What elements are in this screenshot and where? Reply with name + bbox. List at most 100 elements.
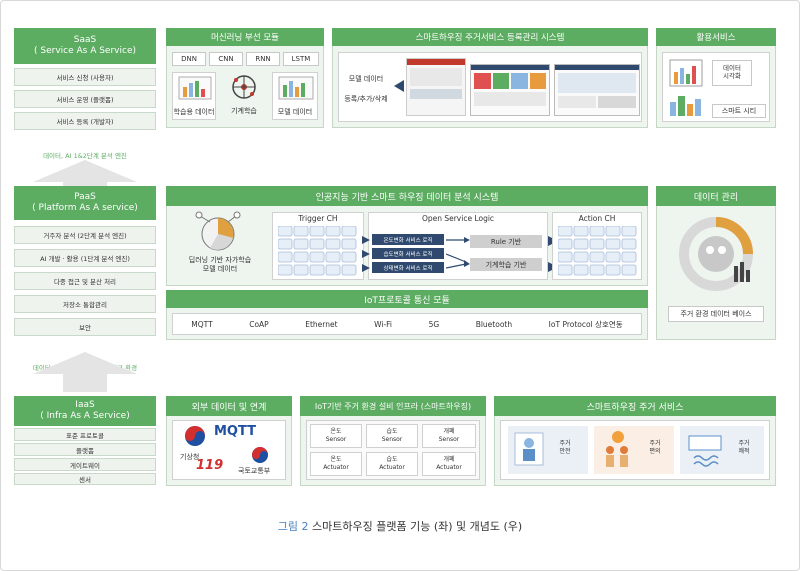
actuator-name: 개폐	[443, 456, 455, 464]
paas-header: PaaS ( Platform As A service)	[14, 186, 156, 220]
saas-subtitle: ( Service As A Service)	[34, 46, 136, 56]
saas-header: SaaS ( Service As A Service)	[14, 28, 156, 64]
e119-logo: 119	[196, 458, 224, 473]
action-title: Action CH	[578, 214, 616, 223]
ministry-logo-icon	[252, 447, 268, 463]
paas-item: 보안	[14, 318, 156, 336]
paas-title: PaaS	[74, 192, 96, 203]
model-data-card: 모델 데이터	[272, 72, 318, 120]
training-data-card: 학습용 데이터	[172, 72, 216, 120]
protocol-item: IoT Protocol 상호연동	[548, 319, 623, 329]
trigger-grid-icon	[278, 226, 357, 276]
database-label: 주거 환경 데이터 베이스	[668, 306, 764, 322]
service-label: 주거 안전	[559, 440, 571, 455]
figure-caption: 그림 2 스마트하우징 플랫폼 기능 (좌) 및 개념도 (우)	[0, 518, 800, 534]
actuator-name: 온도	[330, 456, 342, 464]
kma-label: 기상청	[180, 453, 200, 461]
sensor-type: Sensor	[438, 436, 460, 443]
up-arrow-stem	[63, 374, 107, 392]
smart-city-label: 스마트 시티	[712, 104, 766, 118]
bar-chart-icon	[178, 76, 212, 100]
arrow-right-icon	[362, 236, 370, 272]
iaas-header: IaaS ( Infra As A Service)	[14, 396, 156, 426]
family-icon	[606, 431, 628, 467]
network-icon	[232, 75, 256, 99]
database-donut-icon	[679, 217, 753, 291]
saas-paas-note: 데이터, AI 1&2단계 분석 엔진	[43, 152, 127, 160]
saas-title: SaaS	[73, 35, 97, 46]
iaas-item: 플랫폼	[14, 443, 156, 456]
ml-algorithm: RNN	[246, 52, 280, 66]
actuator-type: Actuator	[323, 464, 349, 471]
logic-item: 상태변화 서비스 로직	[372, 262, 444, 273]
saas-item: 서비스 신청 (사용자)	[14, 68, 156, 86]
safety-person-icon	[514, 432, 544, 466]
rule-based-box: Rule 기반	[470, 235, 542, 248]
paas-item: AI 개발 · 활용 (1단계 분석 엔진)	[14, 249, 156, 267]
iot-title: IoT프로토콜 통신 모듈	[166, 290, 648, 308]
services-title: 스마트하우징 주거 서비스	[494, 396, 776, 416]
arrow-right-icon	[446, 237, 470, 269]
arrow-left-icon	[394, 80, 404, 92]
registry-title: 스마트하우징 주거서비스 등록관리 시스템	[332, 28, 648, 46]
caption-text: 스마트하우징 플랫폼 기능 (좌) 및 개념도 (우)	[308, 520, 523, 533]
up-arrow	[33, 160, 137, 182]
sensor-name: 개폐	[443, 428, 455, 436]
crud-text: 등록/추가/삭제	[344, 95, 388, 103]
actuator-type: Actuator	[436, 464, 462, 471]
protocol-item: Ethernet	[305, 319, 338, 329]
taegeuk-logo-icon	[185, 426, 205, 446]
data-visualization-label: 데이터 시각화	[712, 60, 752, 86]
pie-chart-icon	[195, 211, 241, 251]
iaas-item: 센서	[14, 473, 156, 485]
ml-based-box: 기계학습 기반	[470, 258, 542, 271]
logic-item: 습도변화 서비스 로직	[372, 248, 444, 259]
paas-subtitle: ( Platform As A service)	[32, 203, 138, 213]
screenshot-thumb	[406, 58, 466, 116]
paas-item: 거주자 분석 (2단계 분석 엔진)	[14, 226, 156, 244]
protocol-item: Bluetooth	[475, 319, 513, 329]
mqtt-logo: MQTT	[214, 424, 257, 439]
iaas-title: IaaS	[75, 400, 95, 411]
model-data-text: 모델 데이터	[348, 75, 384, 83]
saas-item: 서비스 등록 (개발자)	[14, 112, 156, 130]
saas-item: 서비스 운영 (플랫폼)	[14, 90, 156, 108]
actuator-type: Actuator	[379, 464, 405, 471]
iaas-item: 게이트웨이	[14, 458, 156, 471]
protocol-item: MQTT	[191, 319, 213, 329]
iaas-item: 표준 프로토콜	[14, 428, 156, 441]
machine-learning-card: 기계학습	[222, 72, 266, 120]
service-label: 주거 쾌적	[738, 440, 750, 455]
protocol-item: Wi-Fi	[374, 319, 393, 329]
training-data-label: 학습용 데이터	[173, 108, 215, 116]
analysis-title: 인공지능 기반 스마트 하우징 데이터 분석 시스템	[166, 186, 648, 206]
model-data-label: 모델 데이터	[277, 108, 313, 116]
logic-item: 온도변화 서비스 로직	[372, 234, 444, 245]
iot-protocols: MQTT CoAP Ethernet Wi-Fi 5G Bluetooth Io…	[172, 313, 642, 335]
trigger-title: Trigger CH	[298, 214, 338, 223]
deep-learning-label: 딥러닝 기반 자가학습 모델 데이터	[188, 256, 252, 273]
service-label: 주거 편의	[649, 440, 661, 455]
paas-item: 다중 접근 및 분산 처리	[14, 272, 156, 290]
up-arrow-stem	[63, 182, 107, 188]
infra-title: IoT기반 주거 환경 설비 인프라 (스마트하우징)	[300, 396, 486, 416]
comfort-icon	[688, 435, 722, 467]
ml-algorithm: CNN	[209, 52, 243, 66]
screenshot-thumb	[470, 64, 550, 116]
up-arrow	[33, 352, 137, 374]
chart-icon	[669, 59, 703, 87]
protocol-item: 5G	[428, 319, 440, 329]
usage-title: 활용서비스	[656, 28, 776, 46]
bar-chart-icon	[278, 76, 314, 100]
ml-title: 머신러닝 부선 모듈	[166, 28, 324, 46]
action-grid-icon	[558, 226, 637, 276]
machine-learning-label: 기계학습	[231, 107, 257, 115]
external-title: 외부 데이터 및 연계	[166, 396, 292, 416]
ml-algorithm: DNN	[172, 52, 206, 66]
paas-item: 저장소 통합관리	[14, 295, 156, 313]
